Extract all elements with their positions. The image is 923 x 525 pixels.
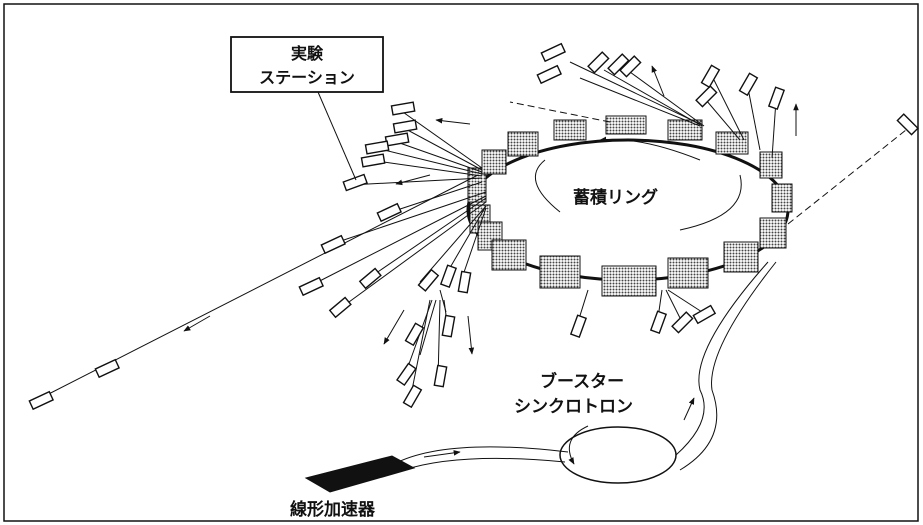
end-station: [619, 55, 642, 78]
ring-magnet: [667, 257, 709, 289]
storage-ring-label: 蓄積リング: [573, 187, 658, 208]
figure-frame: [3, 3, 919, 522]
ring-magnet: [723, 241, 759, 273]
end-station: [417, 268, 440, 292]
ring-magnet: [759, 151, 783, 179]
ring-magnet: [605, 115, 647, 135]
end-station: [896, 113, 919, 136]
end-station: [738, 72, 759, 97]
end-station: [441, 314, 456, 338]
experiment-stations-left: [28, 101, 472, 411]
end-station: [700, 64, 721, 89]
end-station: [392, 119, 418, 134]
end-station: [692, 304, 717, 325]
experiment-stations-right: [536, 42, 919, 136]
end-station: [536, 64, 563, 85]
beamlines-bottom: [569, 289, 717, 339]
end-station: [607, 53, 630, 76]
ring-magnet: [491, 239, 527, 271]
end-station: [364, 140, 390, 155]
booster-label: ブースター: [540, 371, 624, 392]
end-station: [384, 132, 410, 147]
end-station: [94, 358, 121, 379]
ring-direction-arrow: [599, 136, 701, 161]
booster-label-line2: シンクロトロン: [514, 397, 633, 417]
end-station: [320, 234, 347, 255]
beamlines-left: [32, 109, 487, 403]
end-station: [358, 267, 382, 290]
end-station: [328, 296, 352, 319]
end-station: [360, 153, 386, 168]
end-station: [298, 276, 325, 297]
end-station: [439, 264, 458, 289]
end-station: [402, 384, 423, 409]
end-station: [649, 310, 668, 335]
end-station: [671, 311, 694, 334]
end-station: [376, 202, 403, 223]
experiment-station-label: 実験: [291, 44, 324, 63]
end-station: [433, 364, 448, 388]
ring-magnet: [601, 265, 657, 297]
ring-magnet: [539, 255, 581, 289]
linear-accelerator: [304, 446, 569, 493]
end-station: [569, 314, 588, 339]
ring-magnet: [771, 183, 793, 213]
beamlines-right: [509, 61, 907, 225]
end-station: [390, 101, 416, 116]
end-station: [540, 42, 567, 63]
end-station: [457, 270, 472, 294]
end-station: [404, 322, 425, 347]
experiment-station-label-line2: ステーション: [259, 68, 355, 87]
experiment-station-callout: 実験 ステーション: [230, 36, 384, 181]
end-station: [767, 86, 786, 111]
ring-magnet: [715, 131, 749, 155]
end-station: [342, 173, 368, 192]
ring-magnet: [759, 217, 787, 249]
booster-synchrotron: [559, 261, 777, 484]
linac-label: 線形加速器: [290, 499, 376, 520]
end-station: [695, 85, 718, 108]
end-station: [587, 51, 610, 74]
ring-magnet: [507, 131, 539, 157]
ring-magnet: [553, 119, 587, 141]
end-station: [28, 390, 55, 411]
ring-magnet: [481, 149, 507, 175]
end-station: [396, 362, 417, 387]
